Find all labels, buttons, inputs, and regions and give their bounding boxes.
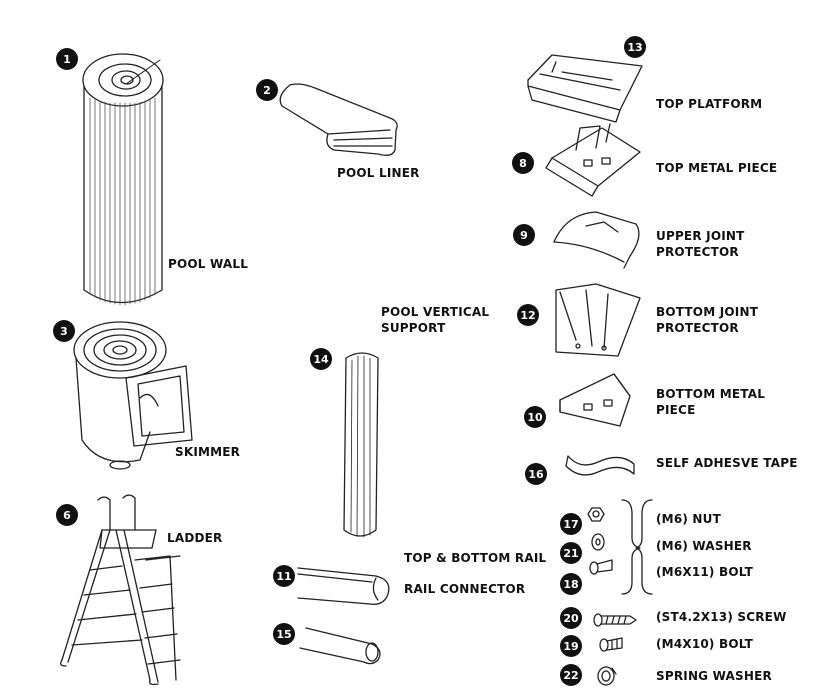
bottom-joint-protector-drawing bbox=[555, 283, 641, 357]
label-bottom-joint-protector-line-1: BOTTOM JOINT bbox=[656, 305, 759, 319]
part-number-badge-9: 9 bbox=[513, 224, 535, 246]
vertical-support-drawing bbox=[343, 352, 379, 538]
label-spring-washer: SPRING WASHER bbox=[656, 669, 772, 683]
spring-washer-drawing bbox=[597, 666, 617, 686]
adhesive-tape-drawing bbox=[565, 455, 635, 476]
part-number-badge-6: 6 bbox=[56, 504, 78, 526]
label-upper-joint-protector-line-1: UPPER JOINT bbox=[656, 229, 745, 243]
pool-wall-drawing bbox=[82, 53, 164, 306]
rail-drawing bbox=[297, 567, 390, 605]
bolt-m4-drawing bbox=[599, 637, 623, 652]
part-number-badge-17: 17 bbox=[560, 513, 582, 535]
label-ladder: LADDER bbox=[167, 531, 223, 545]
nut-drawing bbox=[587, 507, 605, 522]
part-number-badge-3: 3 bbox=[53, 320, 75, 342]
label-bottom-metal-piece-line-2: PIECE bbox=[656, 403, 696, 417]
label-st42x13-screw: (ST4.2X13) SCREW bbox=[656, 610, 787, 624]
part-number-badge-14: 14 bbox=[310, 348, 332, 370]
ladder-drawing bbox=[60, 494, 181, 686]
label-top-metal-piece: TOP METAL PIECE bbox=[656, 161, 778, 175]
label-pool-wall: POOL WALL bbox=[168, 257, 249, 271]
part-number-badge-21: 21 bbox=[560, 542, 582, 564]
part-number-badge-12: 12 bbox=[517, 304, 539, 326]
part-number-badge-19: 19 bbox=[560, 635, 582, 657]
label-upper-joint-protector: UPPER JOINT PROTECTOR bbox=[656, 228, 745, 260]
washer-drawing bbox=[591, 533, 605, 551]
label-upper-joint-protector-line-2: PROTECTOR bbox=[656, 245, 739, 259]
label-bottom-metal-piece-line-1: BOTTOM METAL bbox=[656, 387, 766, 401]
label-pool-vertical-support-line-1: POOL VERTICAL bbox=[381, 305, 490, 319]
label-m6-nut: (M6) NUT bbox=[656, 512, 722, 526]
label-m4x10-bolt: (M4X10) BOLT bbox=[656, 637, 753, 651]
upper-joint-protector-drawing bbox=[553, 211, 640, 269]
label-self-adhesive-tape: SELF ADHESVE TAPE bbox=[656, 456, 798, 470]
part-number-badge-1: 1 bbox=[56, 48, 78, 70]
label-m6x11-bolt: (M6X11) BOLT bbox=[656, 565, 753, 579]
part-number-badge-16: 16 bbox=[525, 463, 547, 485]
part-number-badge-15: 15 bbox=[273, 623, 295, 645]
part-number-badge-8: 8 bbox=[512, 152, 534, 174]
skimmer-drawing bbox=[73, 321, 193, 470]
part-number-badge-2: 2 bbox=[256, 79, 278, 101]
part-number-badge-18: 18 bbox=[560, 573, 582, 595]
top-metal-piece-drawing bbox=[545, 123, 641, 197]
group-brace-left bbox=[621, 499, 641, 595]
label-top-platform: TOP PLATFORM bbox=[656, 97, 763, 111]
label-bottom-joint-protector: BOTTOM JOINT PROTECTOR bbox=[656, 304, 758, 336]
bolt-m6-drawing bbox=[589, 559, 613, 575]
part-number-badge-22: 22 bbox=[560, 664, 582, 686]
label-pool-liner: POOL LINER bbox=[337, 166, 420, 180]
pool-liner-drawing bbox=[279, 83, 398, 156]
group-brace-right bbox=[635, 499, 653, 595]
part-number-badge-11: 11 bbox=[273, 565, 295, 587]
part-number-badge-20: 20 bbox=[560, 607, 582, 629]
label-pool-vertical-support-line-2: SUPPORT bbox=[381, 321, 446, 335]
rail-connector-drawing bbox=[299, 627, 381, 665]
screw-drawing bbox=[593, 613, 637, 627]
part-number-badge-10: 10 bbox=[524, 406, 546, 428]
top-platform-drawing bbox=[527, 54, 643, 123]
label-m6-washer: (M6) WASHER bbox=[656, 539, 752, 553]
label-rail-connector: RAIL CONNECTOR bbox=[404, 582, 526, 596]
label-bottom-joint-protector-line-2: PROTECTOR bbox=[656, 321, 739, 335]
label-skimmer: SKIMMER bbox=[175, 445, 241, 459]
label-bottom-metal-piece: BOTTOM METAL PIECE bbox=[656, 386, 765, 418]
bottom-metal-piece-drawing bbox=[559, 373, 631, 427]
part-number-badge-13: 13 bbox=[624, 36, 646, 58]
label-top-bottom-rail: TOP & BOTTOM RAIL bbox=[404, 551, 547, 565]
label-pool-vertical-support: POOL VERTICAL SUPPORT bbox=[381, 304, 489, 336]
